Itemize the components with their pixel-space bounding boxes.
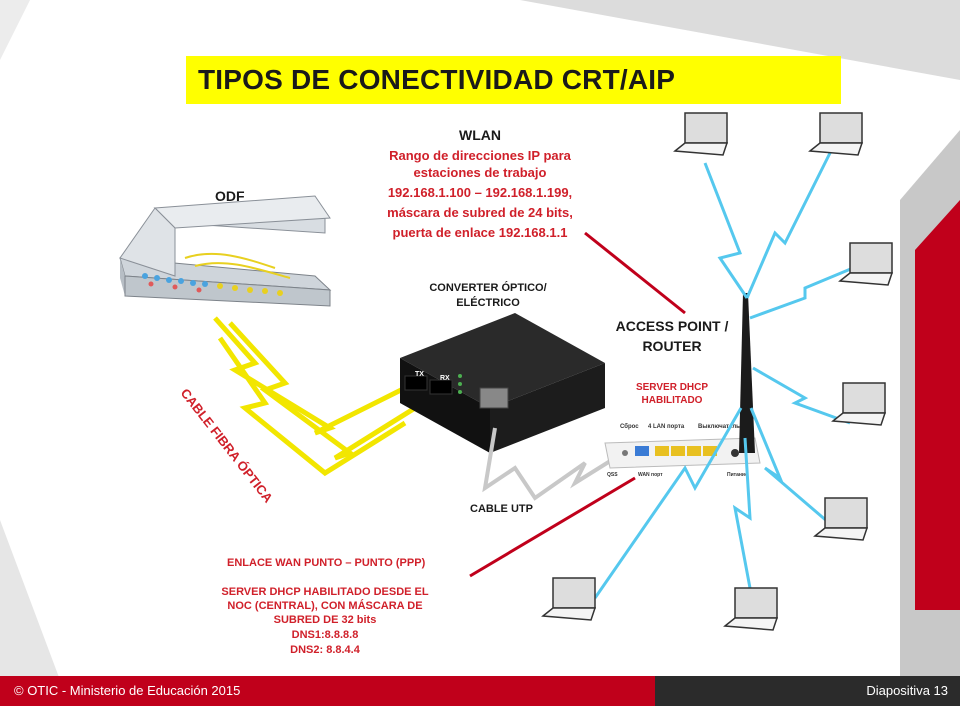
media-converter-image [400,313,605,453]
router-port-lan: 4 LAN порта [648,424,685,430]
router-port-switch: Выключатель [698,424,740,430]
odf-label: ODF [215,188,245,204]
slide-title: TIPOS DE CONECTIVIDAD CRT/AIP [198,64,676,95]
noc-line-2: NOC (CENTRAL), CON MÁSCARA DE [227,599,422,612]
utp-cable-label: CABLE UTP [470,503,533,515]
wlan-line-3: 192.168.1.100 – 192.168.1.199, [388,185,572,200]
wlan-title: WLAN [459,127,501,143]
slide-number: Diapositiva 13 [866,683,948,698]
fiber-cable-lines [213,316,417,477]
noc-line-5: DNS2: 8.8.4.4 [290,644,361,656]
footer-copyright: © OTIC - Ministerio de Educación 2015 [14,683,241,698]
router-image [604,293,761,469]
wlan-line-1: Rango de direcciones IP para [389,148,572,163]
noc-line-3: SUBRED DE 32 bits [274,614,377,626]
wlan-line-5: puerta de enlace 192.168.1.1 [393,225,568,240]
converter-rx-label: RX [440,375,450,382]
wan-link-label: ENLACE WAN PUNTO – PUNTO (PPP) [227,557,426,569]
access-point-label-line-2: ROUTER [642,338,701,354]
network-diagram: TX RX Сброс 4 LAN порта Выключатель QSS … [115,108,900,663]
title-banner: TIPOS DE CONECTIVIDAD CRT/AIP [186,56,841,104]
slide-footer: © OTIC - Ministerio de Educación 2015 Di… [0,676,960,706]
wlan-line-2: estaciones de trabajo [414,165,547,180]
footer-right-bar: Diapositiva 13 [655,676,960,706]
converter-tx-label: TX [415,371,424,378]
router-port-qss: QSS [607,472,618,478]
noc-line-4: DNS1:8.8.8.8 [292,629,359,641]
router-dhcp-line-1: SERVER DHCP [636,382,708,393]
footer-left-bar: © OTIC - Ministerio de Educación 2015 [0,676,655,706]
router-dhcp-line-2: HABILITADO [642,395,703,406]
wlan-line-4: máscara de subred de 24 bits, [387,205,573,220]
access-point-label-line-1: ACCESS POINT / [616,318,729,334]
router-port-reset: Сброс [620,423,639,430]
wireless-links [593,142,866,599]
converter-label-line-2: ELÉCTRICO [456,296,520,309]
router-port-wan: WAN порт [638,472,663,478]
callout-lines [469,231,686,578]
noc-line-1: SERVER DHCP HABILITADO DESDE EL [221,586,428,598]
utp-cable-line [482,427,617,501]
laptop-icons [541,112,894,631]
odf-rack-image [119,195,332,307]
converter-label-line-1: CONVERTER ÓPTICO/ [429,281,546,294]
router-port-power: Питание [727,472,748,478]
